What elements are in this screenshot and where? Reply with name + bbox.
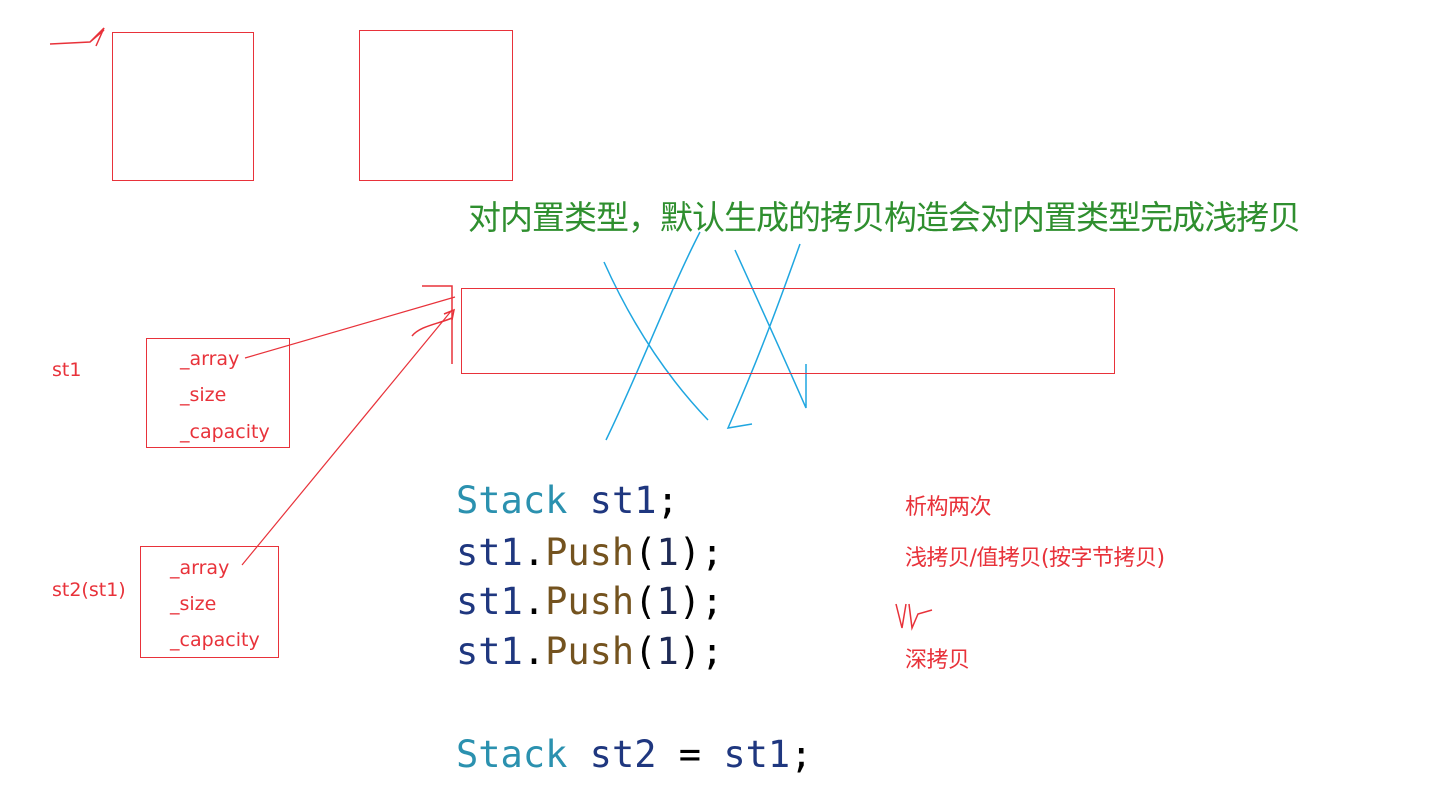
code-ident: st1: [723, 733, 791, 776]
blue-cross-1b: [605, 231, 701, 441]
object-box-st1: [146, 338, 290, 448]
field-capacity-st2: _capacity: [170, 629, 260, 651]
pointer-arrow-icon: [49, 27, 105, 47]
code-type: Stack: [456, 733, 568, 776]
field-size-st2: _size: [170, 593, 217, 615]
code-line-2: st1.Push(1);: [456, 534, 723, 571]
memory-block-2: [359, 30, 513, 181]
code-number: 1: [656, 531, 679, 574]
field-array-st1: _array: [180, 348, 240, 370]
pointer-line-st2: [241, 309, 453, 566]
object-label-st2: st2(st1): [52, 579, 126, 601]
code-punct: ;: [656, 479, 679, 522]
code-ident: st1: [456, 531, 523, 574]
blue-cross-2a: [734, 249, 807, 409]
note-destruct-twice: 析构两次: [905, 495, 992, 520]
code-method: Push: [545, 580, 635, 623]
blue-cross-1a: [603, 261, 709, 421]
code-line-3: st1.Push(1);: [456, 583, 723, 620]
blue-cross-2b: [726, 243, 801, 429]
code-line-4: st1.Push(1);: [456, 633, 723, 670]
code-punct: .: [522, 630, 546, 673]
object-label-st1: st1: [52, 359, 82, 381]
field-array-st2: _array: [170, 557, 230, 579]
heap-array-box: [461, 288, 1115, 374]
bracket-stroke-2: [411, 308, 456, 337]
code-ident: st1: [589, 479, 657, 522]
code-number: 1: [656, 580, 679, 623]
pointer-line-st1: [244, 296, 456, 359]
code-punct: ;: [790, 733, 813, 776]
code-ident: st2: [589, 733, 657, 776]
code-punct: .: [522, 531, 546, 574]
code-punct: (: [634, 580, 657, 623]
note-deep-copy: 深拷贝: [905, 648, 970, 673]
code-method: Push: [545, 630, 635, 673]
heading-shallow-copy: 对内置类型，默认生成的拷贝构造会对内置类型完成浅拷贝: [468, 198, 1301, 237]
code-punct: );: [678, 531, 724, 574]
bracket-stroke: [422, 285, 453, 364]
code-number: 1: [656, 630, 679, 673]
code-type: Stack: [456, 479, 568, 522]
code-line-5: Stack st2 = st1;: [456, 736, 812, 773]
note-shallow-copy: 浅拷贝/值拷贝(按字节拷贝): [905, 546, 1165, 571]
code-punct: (: [634, 531, 657, 574]
code-ident: st1: [456, 580, 523, 623]
code-line-1: Stack st1;: [456, 482, 679, 519]
code-punct: =: [656, 733, 724, 776]
memory-block-1: [112, 32, 254, 181]
object-box-st2: [140, 546, 279, 658]
code-punct: );: [678, 630, 724, 673]
code-punct: (: [634, 630, 657, 673]
double-down-arrow-icon: [895, 603, 933, 631]
field-size-st1: _size: [180, 384, 227, 406]
code-punct: .: [522, 580, 546, 623]
code-ident: st1: [456, 630, 523, 673]
code-punct: );: [678, 580, 724, 623]
code-method: Push: [545, 531, 635, 574]
field-capacity-st1: _capacity: [180, 421, 270, 443]
